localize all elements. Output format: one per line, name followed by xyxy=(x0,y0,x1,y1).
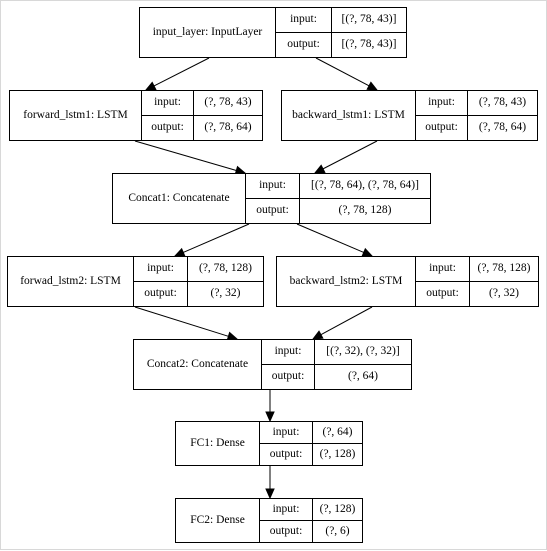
output-shape: (?, 6) xyxy=(325,524,350,537)
edge-arrowhead xyxy=(265,488,275,500)
output-shape: (?, 32) xyxy=(210,287,241,300)
edge-concat1-to-backward_lstm2 xyxy=(296,223,374,257)
node-backward-lstm1: backward_lstm1: LSTM input: (?, 78, 43) … xyxy=(281,90,538,141)
output-row: output: (?, 78, 128) xyxy=(246,198,430,223)
node-concat2: Concat2: Concatenate input: [(?, 32), (?… xyxy=(133,339,412,390)
input-shape: [(?, 32), (?, 32)] xyxy=(326,345,400,358)
input-shape: [(?, 78, 43)] xyxy=(341,13,397,26)
input-shape: (?, 78, 43) xyxy=(478,96,527,109)
output-row: output: (?, 78, 64) xyxy=(142,115,262,140)
node-name: FC2: Dense xyxy=(176,499,260,542)
input-label: input: xyxy=(416,257,470,281)
output-row: output: (?, 128) xyxy=(260,443,362,465)
input-shape: (?, 78, 128) xyxy=(198,262,252,275)
edge-line xyxy=(315,57,370,87)
output-row: output: [(?, 78, 43)] xyxy=(276,32,406,57)
node-name: FC1: Dense xyxy=(176,422,260,465)
node-fc2: FC2: Dense input: (?, 128) output: (?, 6… xyxy=(175,498,363,543)
input-shape: (?, 128) xyxy=(319,502,356,515)
output-label: output: xyxy=(260,521,313,542)
output-label: output: xyxy=(260,444,313,465)
node-backward-lstm2: backward_lstm2: LSTM input: (?, 78, 128)… xyxy=(276,256,539,307)
input-label: input: xyxy=(276,8,332,32)
node-fc1: FC1: Dense input: (?, 64) output: (?, 12… xyxy=(175,421,363,466)
edge-input_layer-to-backward_lstm1 xyxy=(315,57,379,91)
input-row: input: (?, 128) xyxy=(260,499,362,520)
node-name: forwad_lstm2: LSTM xyxy=(8,257,134,306)
input-label: input: xyxy=(246,174,300,198)
input-shape: (?, 78, 43) xyxy=(204,96,252,109)
output-label: output: xyxy=(416,282,470,306)
output-shape: (?, 78, 128) xyxy=(338,204,392,217)
output-row: output: (?, 64) xyxy=(262,364,411,389)
node-name: Concat1: Concatenate xyxy=(113,174,246,223)
node-forward-lstm1: forward_lstm1: LSTM input: (?, 78, 43) o… xyxy=(9,90,263,141)
edge-forward_lstm1-to-concat1 xyxy=(134,140,247,175)
input-row: input: [(?, 32), (?, 32)] xyxy=(262,340,411,364)
edge-arrowhead xyxy=(313,164,326,174)
edge-line xyxy=(296,223,364,253)
node-name: Concat2: Concatenate xyxy=(134,340,262,389)
output-shape: (?, 78, 64) xyxy=(478,121,527,134)
input-label: input: xyxy=(262,340,315,364)
edge-line xyxy=(134,140,237,171)
edge-arrowhead xyxy=(366,81,379,91)
node-input-layer: input_layer: InputLayer input: [(?, 78, … xyxy=(139,7,407,58)
node-forwad-lstm2: forwad_lstm2: LSTM input: (?, 78, 128) o… xyxy=(7,256,264,307)
output-row: output: (?, 6) xyxy=(260,520,362,542)
edge-line xyxy=(322,140,378,170)
output-label: output: xyxy=(142,116,194,140)
edge-arrowhead xyxy=(265,411,275,423)
edge-line xyxy=(320,306,373,336)
input-shape: (?, 64) xyxy=(322,425,353,438)
input-row: input: [(?, 78, 64), (?, 78, 64)] xyxy=(246,174,430,198)
input-label: input: xyxy=(134,257,188,281)
output-label: output: xyxy=(416,116,468,140)
edge-concat2-to-fc1 xyxy=(265,390,275,423)
edge-concat1-to-forwad_lstm2 xyxy=(173,223,250,257)
node-name: input_layer: InputLayer xyxy=(140,8,276,57)
edge-fc1-to-fc2 xyxy=(265,466,275,500)
node-name: forward_lstm1: LSTM xyxy=(10,91,142,140)
input-label: input: xyxy=(416,91,468,115)
output-shape: [(?, 78, 43)] xyxy=(341,38,397,51)
edge-arrowhead xyxy=(144,81,157,91)
output-row: output: (?, 32) xyxy=(416,281,538,306)
edge-arrowhead xyxy=(311,330,324,340)
input-row: input: (?, 78, 128) xyxy=(134,257,263,281)
input-row: input: (?, 78, 43) xyxy=(142,91,262,115)
input-label: input: xyxy=(260,422,313,443)
edge-line xyxy=(134,306,229,337)
edge-line xyxy=(183,223,250,253)
input-label: input: xyxy=(260,499,313,520)
node-concat1: Concat1: Concatenate input: [(?, 78, 64)… xyxy=(112,173,431,224)
output-row: output: (?, 32) xyxy=(134,281,263,306)
input-row: input: (?, 78, 128) xyxy=(416,257,538,281)
output-label: output: xyxy=(262,365,315,389)
edge-forwad_lstm2-to-concat2 xyxy=(134,306,239,341)
edge-input_layer-to-forward_lstm1 xyxy=(144,57,210,91)
input-shape: [(?, 78, 64), (?, 78, 64)] xyxy=(311,179,419,192)
edge-backward_lstm1-to-concat1 xyxy=(313,140,378,174)
output-shape: (?, 32) xyxy=(488,287,519,300)
edge-line xyxy=(153,57,210,87)
input-row: input: (?, 78, 43) xyxy=(416,91,537,115)
output-shape: (?, 128) xyxy=(319,447,356,460)
output-label: output: xyxy=(134,282,188,306)
edge-backward_lstm2-to-concat2 xyxy=(311,306,373,340)
input-row: input: (?, 64) xyxy=(260,422,362,443)
output-label: output: xyxy=(276,33,332,57)
output-shape: (?, 78, 64) xyxy=(204,121,252,134)
input-shape: (?, 78, 128) xyxy=(477,262,531,275)
node-name: backward_lstm1: LSTM xyxy=(282,91,416,140)
input-label: input: xyxy=(142,91,194,115)
output-shape: (?, 64) xyxy=(347,370,378,383)
edge-arrowhead xyxy=(173,247,186,257)
output-label: output: xyxy=(246,199,300,223)
node-name: backward_lstm2: LSTM xyxy=(277,257,416,306)
input-row: input: [(?, 78, 43)] xyxy=(276,8,406,32)
output-row: output: (?, 78, 64) xyxy=(416,115,537,140)
